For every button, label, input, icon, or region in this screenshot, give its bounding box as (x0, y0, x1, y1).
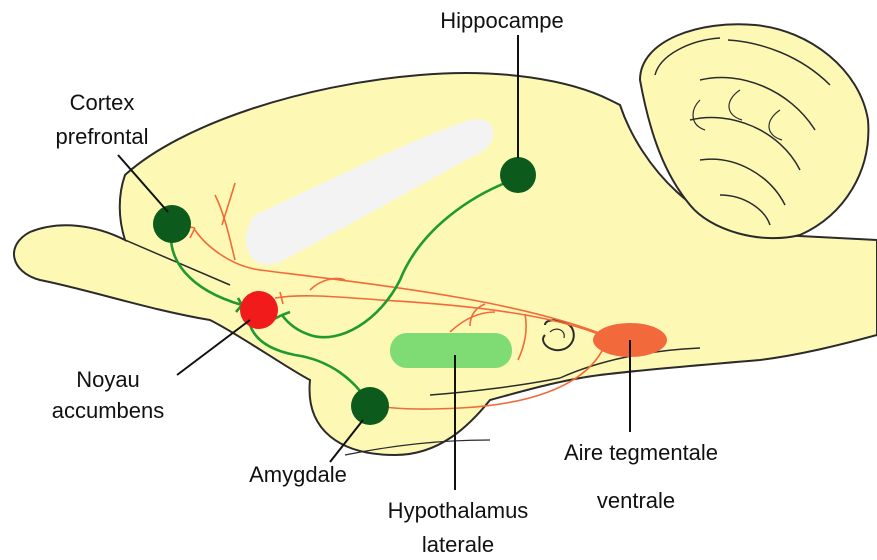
label-aire-line2: ventrale (597, 488, 675, 514)
hippocampus-node (500, 157, 536, 193)
amygdala-node (351, 387, 389, 425)
label-cortex-line2: prefrontal (56, 124, 149, 150)
label-cortex-line1: Cortex (70, 90, 135, 116)
label-noyau-line2: accumbens (52, 398, 165, 424)
label-hypothalamus-line1: Hypothalamus (388, 498, 529, 524)
label-hypothalamus-line2: laterale (422, 532, 494, 558)
label-amygdale: Amygdale (249, 462, 347, 488)
label-noyau-line1: Noyau (76, 367, 140, 393)
label-hippocampe: Hippocampe (440, 8, 564, 34)
prefrontal-node (153, 205, 191, 243)
hypothalamus-region (390, 333, 512, 368)
label-aire-line1: Aire tegmentale (564, 440, 718, 466)
